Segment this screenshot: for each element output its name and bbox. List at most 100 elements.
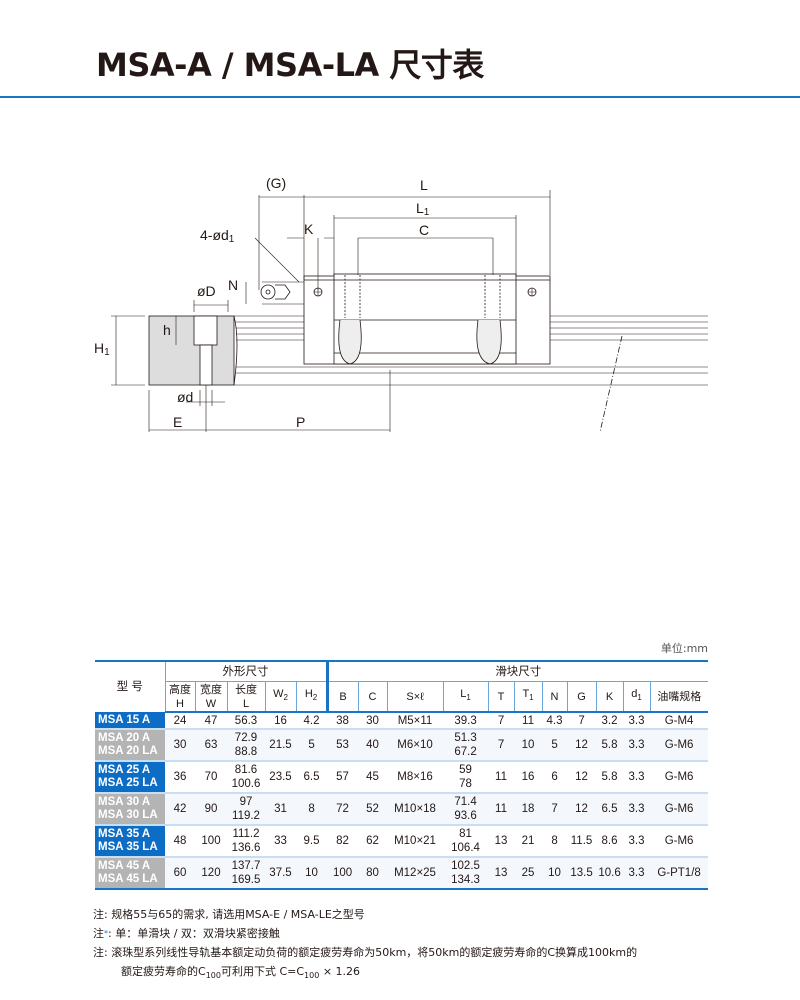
cell-b: 82	[327, 825, 359, 858]
dim-label-e: E	[173, 414, 182, 430]
cell-h: 60	[165, 857, 195, 890]
cell-w2: 33	[265, 825, 296, 858]
cell-g: 12	[567, 729, 597, 762]
cell-t: 11	[488, 761, 515, 794]
cell-g: 12	[567, 793, 597, 826]
cell-h: 42	[165, 793, 195, 826]
cell-g: 7	[567, 712, 597, 730]
column-header: H2	[295, 681, 328, 713]
cell-c: 40	[358, 729, 388, 762]
cell-w: 100	[195, 825, 227, 858]
cell-h2: 8	[296, 793, 328, 826]
cell-s: M8×16	[387, 761, 444, 794]
dim-label-k: K	[304, 221, 314, 237]
cell-t1: 18	[514, 793, 543, 826]
cell-s: M6×10	[387, 729, 444, 762]
model-header: 型 号	[95, 660, 165, 712]
cell-d1: 3.3	[623, 825, 651, 858]
cell-g: 12	[567, 761, 597, 794]
cell-b: 57	[327, 761, 359, 794]
cell-c: 45	[358, 761, 388, 794]
dim-label-g: (G)	[266, 175, 286, 191]
note-3: 注: 滚珠型系列线性导轨基本额定动负荷的额定疲劳寿命为50km，将50km的额定…	[93, 946, 638, 959]
cell-b: 72	[327, 793, 359, 826]
cell-n: 8	[542, 825, 568, 858]
column-header: L1	[442, 681, 489, 713]
cell-nipple: G-M6	[650, 761, 709, 794]
block-dimensions-header: 滑块尺寸	[325, 660, 709, 682]
dim-label-h: h	[163, 322, 171, 338]
column-header: 油嘴规格	[649, 681, 709, 713]
note-3-formula: 额定疲劳寿命的C100可利用下式 C=C100 × 1.26	[121, 965, 361, 981]
dim-label-p: P	[296, 414, 305, 430]
cell-h2: 6.5	[296, 761, 328, 794]
column-header: N	[541, 681, 568, 713]
cell-c: 52	[358, 793, 388, 826]
cell-c: 30	[358, 712, 388, 730]
dim-label-hole-d: ød	[177, 389, 193, 405]
cell-s: M5×11	[387, 712, 444, 730]
cell-n: 10	[542, 857, 568, 890]
cell-c: 80	[358, 857, 388, 890]
cell-h2: 5	[296, 729, 328, 762]
dim-label-d1: 4-ød1	[200, 227, 235, 245]
cell-t: 7	[488, 729, 515, 762]
cell-h: 24	[165, 712, 195, 730]
rail-section	[148, 315, 235, 386]
cell-t1: 11	[514, 712, 543, 730]
cell-d1: 3.3	[623, 857, 651, 890]
cell-t: 13	[488, 825, 515, 858]
cell-nipple: G-M6	[650, 729, 709, 762]
cell-k: 10.6	[596, 857, 624, 890]
title-divider	[0, 96, 800, 98]
cell-b: 100	[327, 857, 359, 890]
cell-w2: 23.5	[265, 761, 296, 794]
cell-nipple: G-M6	[650, 793, 709, 826]
cell-w: 120	[195, 857, 227, 890]
column-header: K	[595, 681, 624, 713]
column-header: S×ℓ	[386, 681, 444, 713]
cell-k: 5.8	[596, 761, 624, 794]
cell-t1: 10	[514, 729, 543, 762]
cell-t: 13	[488, 857, 515, 890]
dim-label-h1: H1	[94, 340, 110, 358]
column-header: G	[566, 681, 597, 713]
cell-k: 3.2	[596, 712, 624, 730]
cell-s: M10×18	[387, 793, 444, 826]
dim-label-l1: L1	[416, 200, 430, 218]
note-2: 注*: 单：单滑块 / 双：双滑块紧密接触	[93, 927, 280, 940]
counterbore	[193, 315, 218, 346]
cell-w2: 16	[265, 712, 296, 730]
cell-g: 11.5	[567, 825, 597, 858]
cell-s: M12×25	[387, 857, 444, 890]
cell-g: 13.5	[567, 857, 597, 890]
cell-l: 56.3	[227, 712, 265, 730]
notes: 注: 规格55与65的需求, 请选用MSA-E / MSA-LE之型号 注*: …	[93, 905, 637, 985]
cell-k: 8.6	[596, 825, 624, 858]
cell-w2: 31	[265, 793, 296, 826]
cell-h: 36	[165, 761, 195, 794]
dim-label-bore-d: øD	[197, 283, 216, 299]
cell-n: 7	[542, 793, 568, 826]
cell-nipple: G-PT1/8	[650, 857, 709, 890]
column-header: W2	[264, 681, 296, 713]
cell-k: 5.8	[596, 729, 624, 762]
